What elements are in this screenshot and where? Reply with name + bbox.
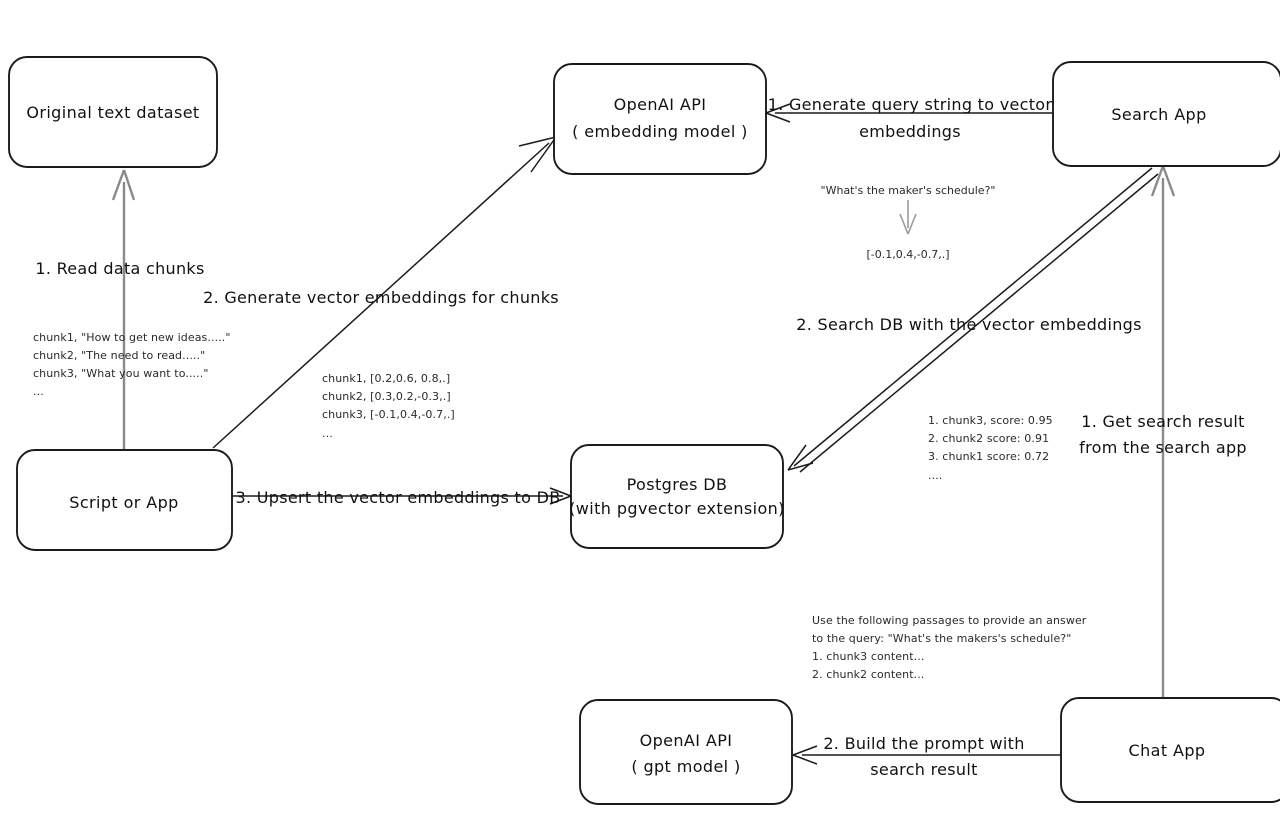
note-embedding-3: chunk3, [-0.1,0.4,-0.7,.] bbox=[322, 408, 455, 421]
note-query-vector: [-0.1,0.4,-0.7,.] bbox=[867, 248, 950, 261]
note-prompt-line-2: to the query: "What's the makers's sched… bbox=[812, 632, 1071, 645]
note-source-chunk-1: chunk1, "How to get new ideas....." bbox=[33, 331, 231, 344]
note-source-chunks: chunk1, "How to get new ideas....." chun… bbox=[33, 331, 231, 398]
query-to-vector-arrow bbox=[899, 200, 917, 235]
note-search-result-ellipsis: .... bbox=[928, 469, 942, 482]
note-query-example: "What's the maker's schedule?" [-0.1,0.4… bbox=[821, 184, 996, 261]
edge-label-search-db: 2. Search DB with the vector embeddings bbox=[796, 315, 1142, 334]
note-chunk-embeddings: chunk1, [0.2,0.6, 0.8,.] chunk2, [0.3,0.… bbox=[322, 372, 455, 440]
node-label-postgres-line1: Postgres DB bbox=[627, 475, 728, 494]
edge-label-read-chunks: 1. Read data chunks bbox=[35, 259, 204, 278]
node-openai-api-embedding[interactable]: OpenAI API ( embedding model ) bbox=[553, 63, 767, 175]
note-prompt-example: Use the following passages to provide an… bbox=[812, 614, 1087, 681]
edge-generate-embeddings bbox=[212, 136, 557, 449]
note-prompt-line-1: Use the following passages to provide an… bbox=[812, 614, 1087, 627]
edge-upsert-to-db bbox=[232, 487, 572, 505]
node-search-app[interactable]: Search App bbox=[1052, 61, 1280, 167]
note-search-result-1: 1. chunk3, score: 0.95 bbox=[928, 414, 1053, 427]
node-label-original-dataset: Original text dataset bbox=[26, 103, 199, 122]
note-source-chunk-ellipsis: ... bbox=[33, 385, 44, 398]
note-search-result-3: 3. chunk1 score: 0.72 bbox=[928, 450, 1049, 463]
node-postgres-db[interactable]: Postgres DB (with pgvector extension) bbox=[569, 444, 785, 549]
note-source-chunk-2: chunk2, "The need to read....." bbox=[33, 349, 205, 362]
note-embedding-ellipsis: ... bbox=[322, 427, 333, 440]
node-label-chat-app: Chat App bbox=[1129, 741, 1206, 760]
note-embedding-2: chunk2, [0.3,0.2,-0.3,.] bbox=[322, 390, 451, 403]
edge-label-get-search-result-line1: 1. Get search result bbox=[1081, 412, 1244, 431]
node-original-text-dataset[interactable]: Original text dataset bbox=[8, 56, 218, 168]
note-search-results: 1. chunk3, score: 0.95 2. chunk2 score: … bbox=[928, 414, 1053, 482]
edge-label-generate-query-embeddings-line2: embeddings bbox=[859, 122, 961, 141]
edge-build-prompt bbox=[792, 745, 1061, 765]
note-embedding-1: chunk1, [0.2,0.6, 0.8,.] bbox=[322, 372, 450, 385]
node-label-openai-gpt-line2: ( gpt model ) bbox=[631, 757, 740, 776]
node-label-search-app: Search App bbox=[1111, 105, 1206, 124]
node-chat-app[interactable]: Chat App bbox=[1060, 697, 1280, 803]
node-label-openai-gpt-line1: OpenAI API bbox=[640, 731, 733, 750]
edge-generate-query-embeddings bbox=[765, 103, 1053, 123]
edge-label-generate-embeddings: 2. Generate vector embeddings for chunks bbox=[203, 288, 559, 307]
node-label-postgres-line2: (with pgvector extension) bbox=[569, 499, 785, 518]
edge-label-generate-query-embeddings-line1: 1. Generate query string to vector bbox=[768, 95, 1053, 114]
node-label-openai-embedding-line2: ( embedding model ) bbox=[572, 122, 748, 141]
edge-label-get-search-result-line2: from the search app bbox=[1079, 438, 1247, 457]
note-search-result-2: 2. chunk2 score: 0.91 bbox=[928, 432, 1049, 445]
note-query-string: "What's the maker's schedule?" bbox=[821, 184, 996, 197]
node-openai-api-gpt[interactable]: OpenAI API ( gpt model ) bbox=[579, 699, 793, 805]
edge-read-chunks bbox=[111, 169, 136, 455]
edge-search-db bbox=[787, 167, 1159, 473]
edge-label-build-prompt-line1: 2. Build the prompt with bbox=[823, 734, 1024, 753]
edge-label-upsert-to-db: 3. Upsert the vector embeddings to DB bbox=[236, 488, 561, 507]
edge-get-search-result bbox=[1150, 165, 1176, 700]
edge-label-build-prompt-line2: search result bbox=[870, 760, 977, 779]
node-label-openai-embedding-line1: OpenAI API bbox=[614, 95, 707, 114]
note-source-chunk-3: chunk3, "What you want to....." bbox=[33, 367, 209, 380]
node-label-script-or-app: Script or App bbox=[69, 493, 178, 512]
note-prompt-line-4: 2. chunk2 content... bbox=[812, 668, 924, 681]
note-prompt-line-3: 1. chunk3 content... bbox=[812, 650, 924, 663]
node-script-or-app[interactable]: Script or App bbox=[16, 449, 233, 551]
